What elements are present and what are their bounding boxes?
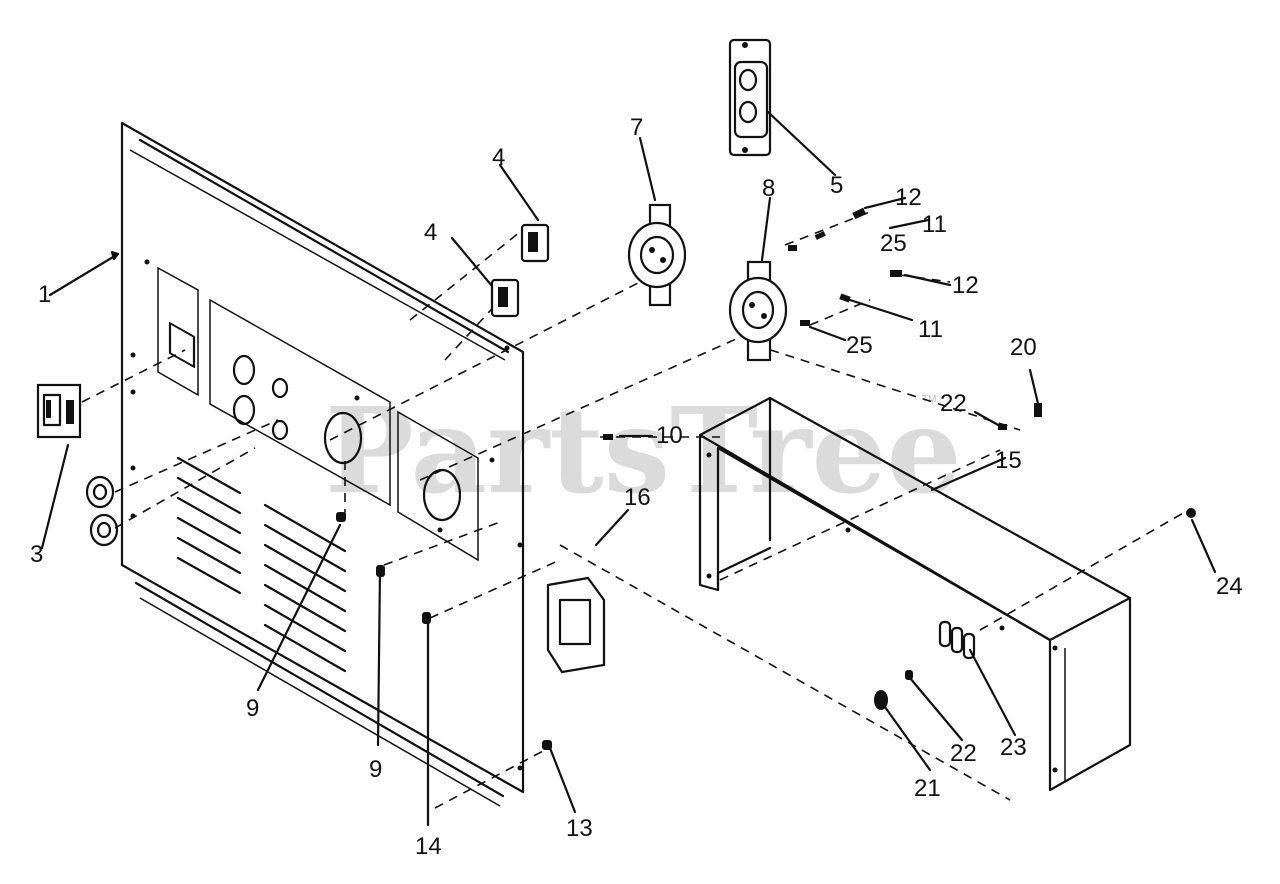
louvres [176, 456, 347, 673]
callout-14: 14 [415, 833, 442, 860]
callout-21: 21 [914, 775, 941, 802]
callout-16: 16 [624, 484, 651, 511]
panel-hole [232, 354, 256, 386]
callout-12b: 12 [952, 272, 979, 299]
breaker-switch[interactable] [36, 383, 82, 439]
center-cutout-frame [209, 298, 391, 507]
grommet[interactable] [89, 513, 119, 547]
outlet-box[interactable] [698, 396, 1132, 792]
panel-hole [271, 377, 289, 399]
watermark: PartsTree [325, 381, 962, 520]
fuse-holder[interactable] [520, 223, 550, 263]
assembly-lines [81, 211, 1186, 809]
callout-25a: 25 [880, 230, 907, 257]
callout-9a: 9 [246, 695, 259, 722]
panel-hole [271, 419, 289, 441]
callout-24: 24 [1216, 573, 1243, 600]
callout-7: 7 [630, 114, 643, 141]
callout-1: 1 [38, 281, 51, 308]
callout-9b: 9 [369, 756, 382, 783]
callout-10: 10 [656, 422, 683, 449]
watermark-trademark: TM [922, 394, 936, 405]
callout-12a: 12 [895, 184, 922, 211]
twist-lock-receptacle[interactable] [627, 203, 687, 307]
fuse-holder[interactable] [490, 278, 520, 318]
callout-11b: 11 [918, 316, 943, 343]
callout-11a: 11 [922, 211, 947, 238]
right-cutout-frame [397, 410, 479, 562]
control-panel[interactable] [120, 121, 525, 807]
callout-23: 23 [1000, 734, 1027, 761]
callout-4b: 4 [424, 219, 437, 246]
duplex-receptacle[interactable] [728, 38, 772, 157]
callout-13: 13 [566, 815, 593, 842]
receptacle-hole [323, 411, 363, 465]
callout-15: 15 [995, 447, 1022, 474]
callout-25b: 25 [846, 332, 873, 359]
switch-cutout-frame [157, 266, 199, 397]
switch-opening [168, 321, 196, 369]
terminal-block[interactable] [938, 620, 976, 660]
callout-20: 20 [1010, 334, 1037, 361]
callout-5: 5 [830, 172, 843, 199]
callout-4a: 4 [492, 144, 505, 171]
callout-8: 8 [762, 175, 775, 202]
receptacle[interactable] [728, 260, 788, 362]
callout-labels: 1 3 4 4 5 7 8 9 9 10 11 11 12 12 13 14 1… [30, 114, 1243, 860]
callout-3: 3 [30, 541, 43, 568]
panel-hole [232, 394, 256, 426]
callout-22b: 22 [950, 740, 977, 767]
leader-lines [40, 110, 1217, 827]
grommet[interactable] [85, 475, 115, 509]
outlet-cover[interactable] [546, 576, 606, 674]
callout-22a: 22 [940, 390, 967, 417]
